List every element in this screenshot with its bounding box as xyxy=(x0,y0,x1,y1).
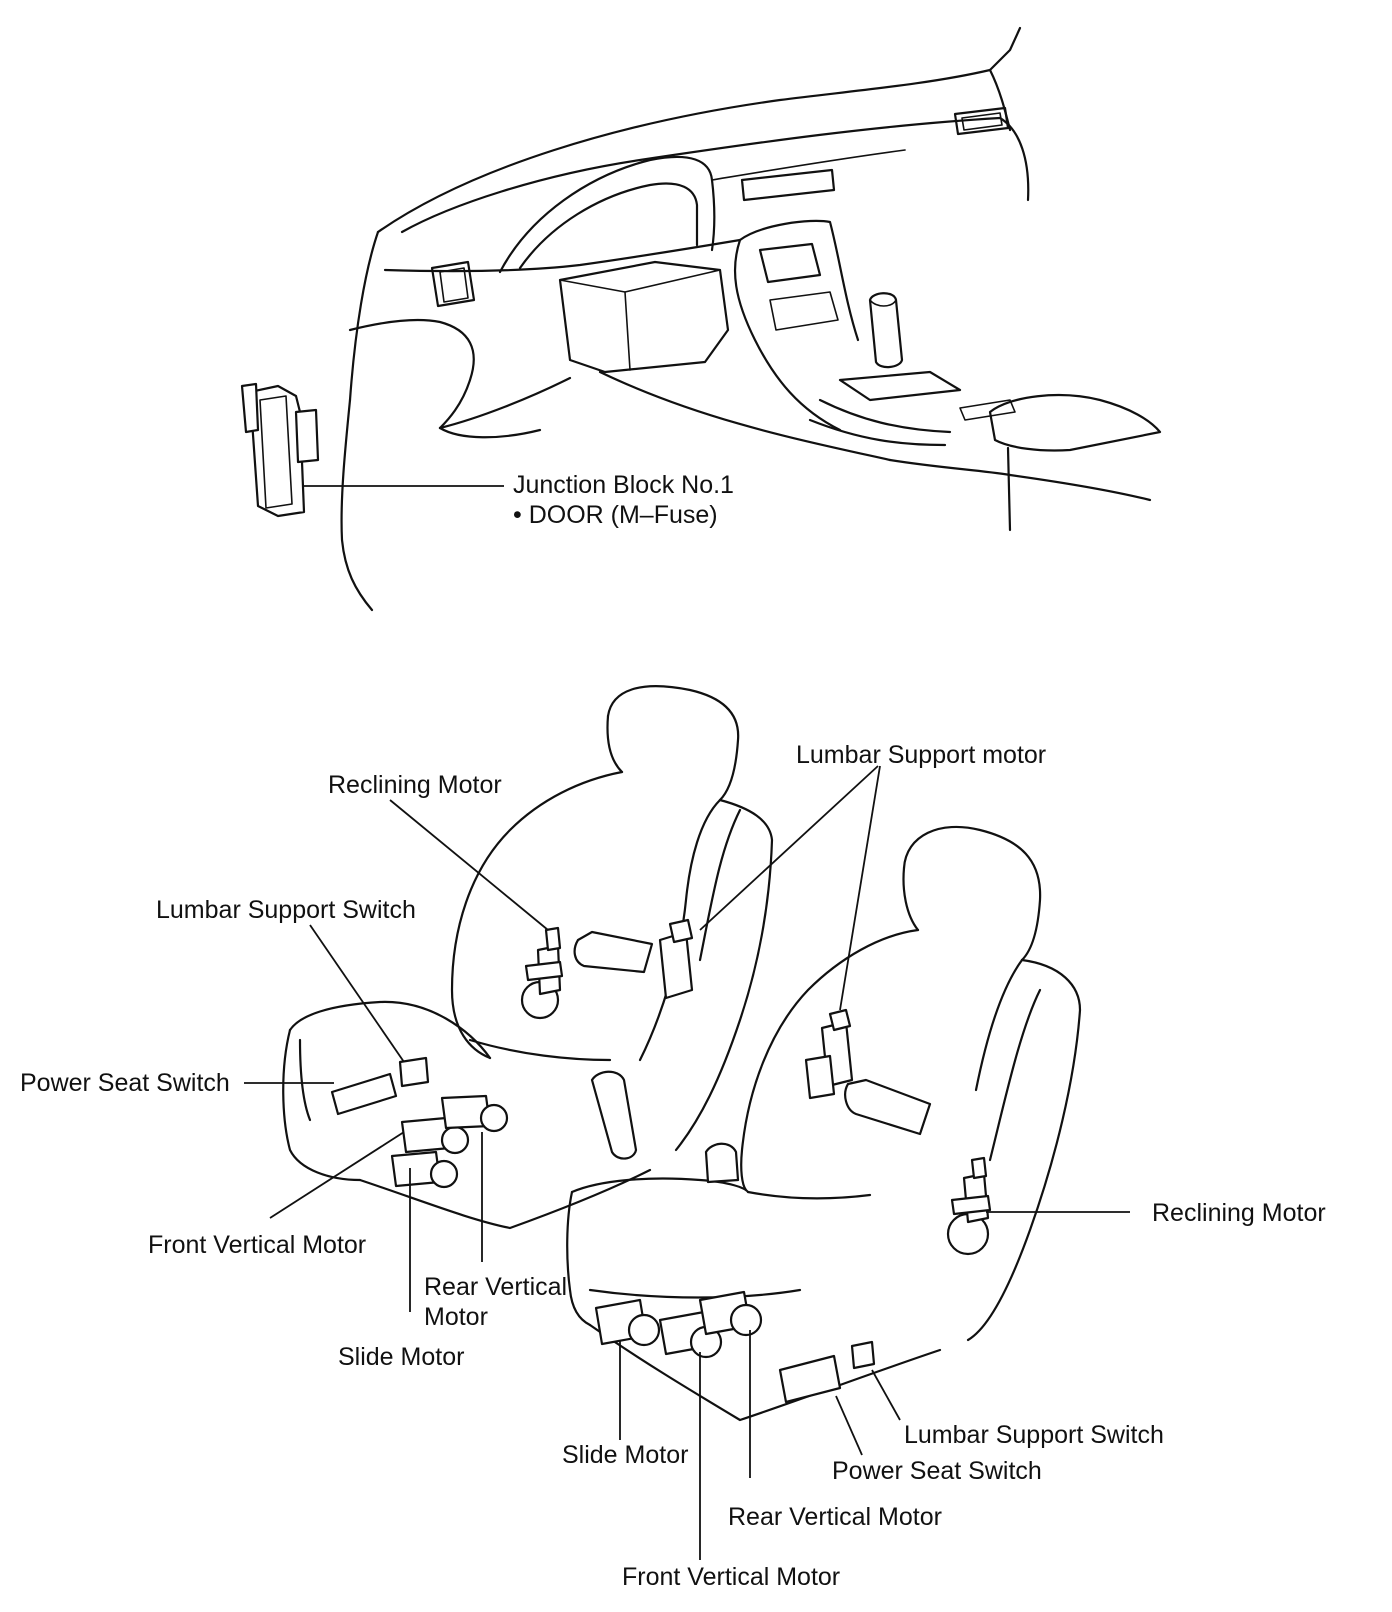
right-slide-motor-label: Slide Motor xyxy=(562,1441,689,1469)
left-lumbar-support-motor-part xyxy=(573,918,694,1000)
junction-block-fuse-label: • DOOR (M–Fuse) xyxy=(513,501,718,529)
left-rear-vertical-motor-part xyxy=(440,1094,509,1133)
right-lumbar-support-switch-part xyxy=(850,1340,876,1370)
right-rear-vertical-motor-part xyxy=(698,1290,763,1337)
left-power-seat-switch-part xyxy=(330,1072,398,1116)
right-front-vertical-motor-label: Front Vertical Motor xyxy=(622,1563,841,1591)
left-rear-vertical-motor-label-line1: Rear Vertical xyxy=(424,1273,568,1301)
left-reclining-motor-label: Reclining Motor xyxy=(328,771,502,799)
junction-block-part xyxy=(240,382,320,518)
right-front-vertical-motor-part xyxy=(658,1310,723,1359)
left-front-vertical-motor-label: Front Vertical Motor xyxy=(148,1231,367,1259)
junction-block-label: Junction Block No.1 xyxy=(513,471,734,499)
right-seat-illustration xyxy=(566,765,1130,1560)
left-slide-motor-part xyxy=(390,1150,459,1189)
left-slide-motor-label: Slide Motor xyxy=(338,1343,465,1371)
left-rear-vertical-motor-label-line2: Motor xyxy=(424,1303,488,1331)
left-front-vertical-motor-part xyxy=(400,1116,470,1155)
dashboard-illustration xyxy=(240,26,1162,612)
left-reclining-motor-part xyxy=(520,926,564,1020)
right-slide-motor-part xyxy=(594,1298,661,1347)
right-reclining-motor-label: Reclining Motor xyxy=(1152,1199,1326,1227)
right-lumbar-support-motor-part xyxy=(804,1008,932,1136)
left-lumbar-support-switch-label: Lumbar Support Switch xyxy=(156,896,416,924)
lumbar-support-motor-label: Lumbar Support motor xyxy=(796,741,1047,769)
left-lumbar-support-switch-part xyxy=(398,1056,430,1088)
right-power-seat-switch-label: Power Seat Switch xyxy=(832,1457,1042,1485)
left-seat-illustration xyxy=(244,685,774,1312)
right-rear-vertical-motor-label: Rear Vertical Motor xyxy=(728,1503,942,1531)
right-power-seat-switch-part xyxy=(778,1354,842,1404)
left-power-seat-switch-label: Power Seat Switch xyxy=(20,1069,230,1097)
right-reclining-motor-part xyxy=(946,1156,992,1256)
right-lumbar-support-switch-label: Lumbar Support Switch xyxy=(904,1421,1164,1449)
